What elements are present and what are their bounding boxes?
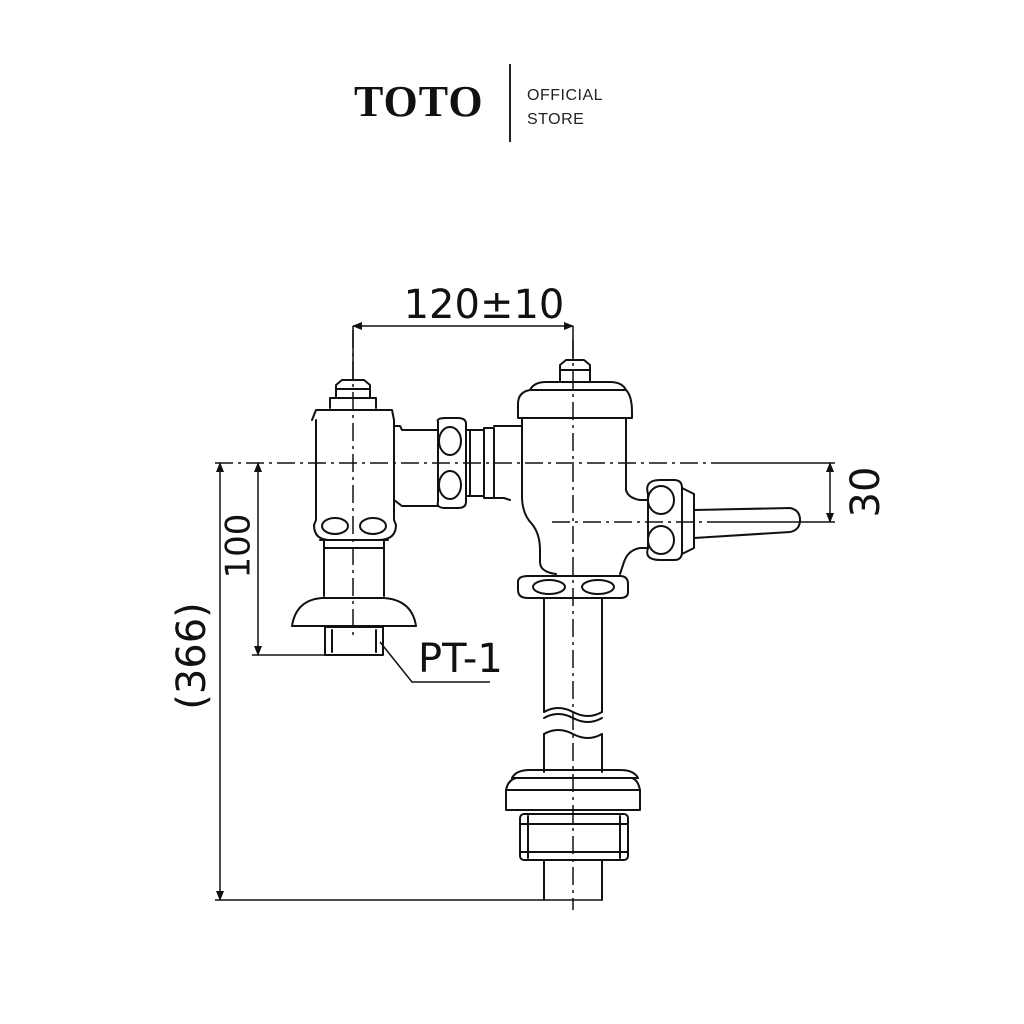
header-divider [509,64,511,142]
store-label: OFFICIAL STORE [527,84,603,132]
lever-handle [646,479,801,561]
dim-horizontal-text: 120±10 [404,282,565,328]
center-lines [215,330,720,910]
store-label-line2: STORE [527,111,585,128]
stop-valve [291,379,439,656]
brand-logo: TOTO [354,77,484,126]
dim-overall-height-text: (366) [169,602,215,710]
dim-inlet-height-text: 100 [219,514,259,579]
dim-lever-height-text: 30 [843,467,889,518]
store-label-line1: OFFICIAL [527,87,604,104]
flush-valve-body [493,359,649,599]
dimension-lines [215,322,835,901]
header: TOTO OFFICIAL STORE [0,0,1024,160]
callout-pt1-text: PT-1 [418,636,503,682]
